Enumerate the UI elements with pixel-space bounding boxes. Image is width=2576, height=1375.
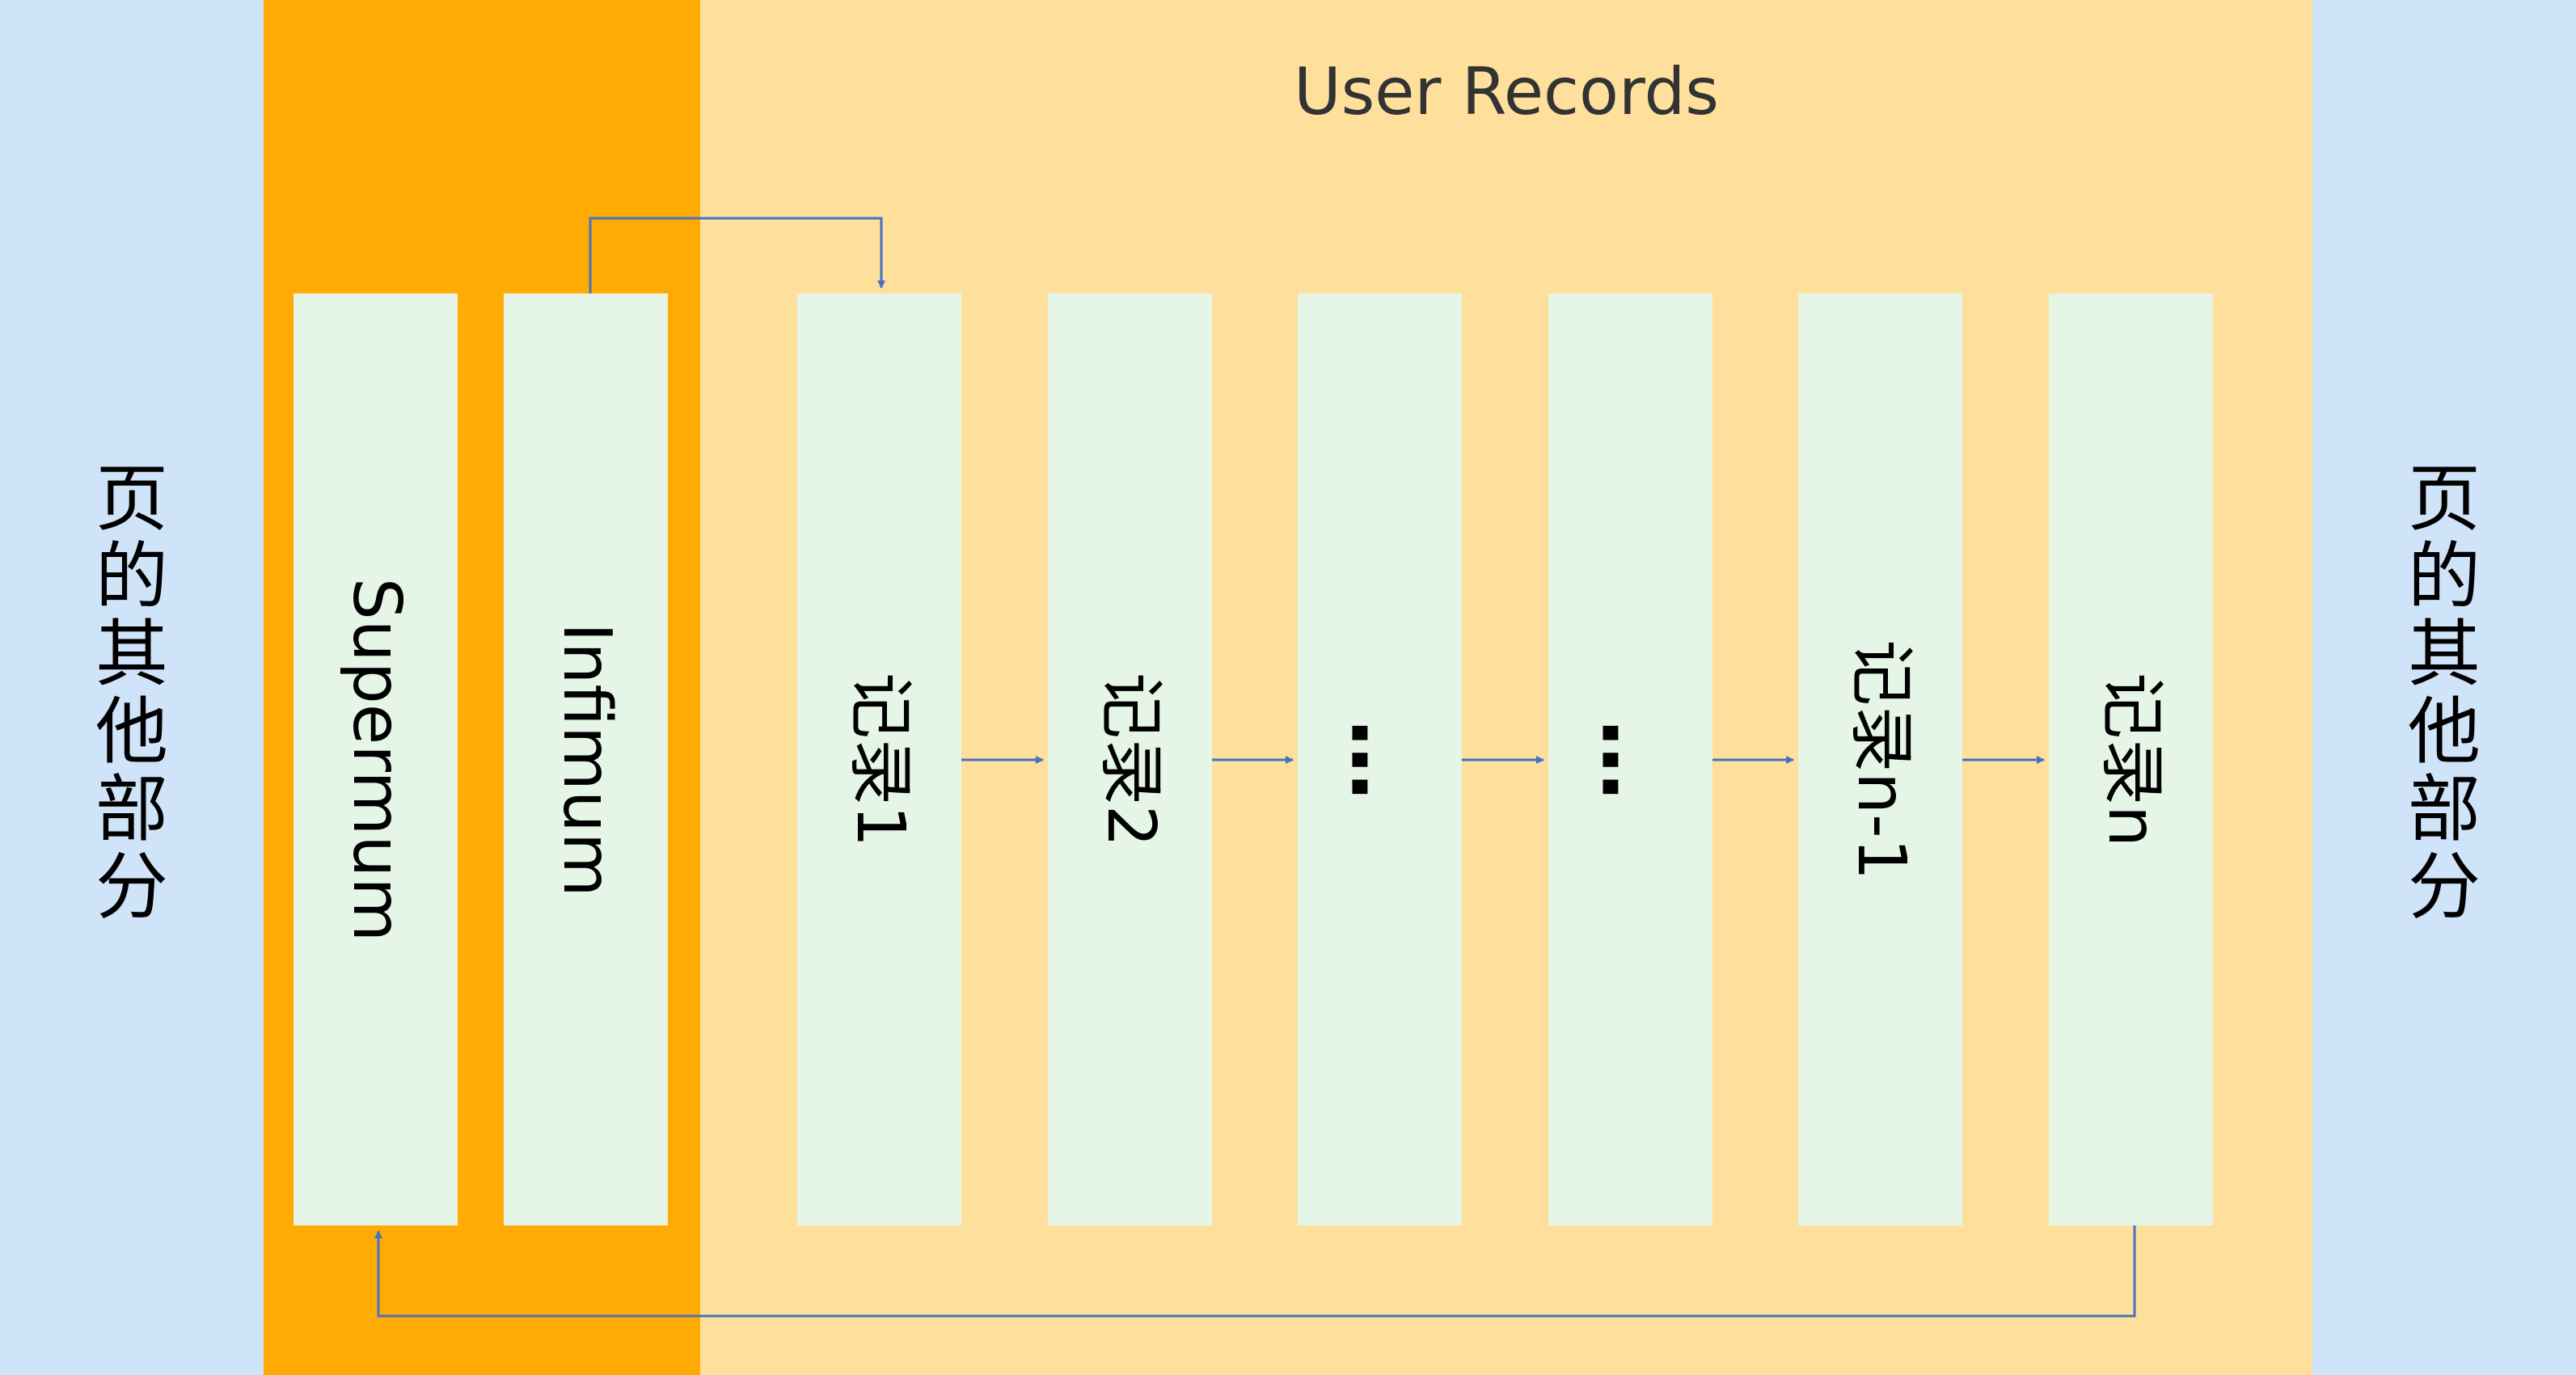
record-2-box: 记录2 [1048, 293, 1212, 1225]
user-records-title: User Records [1294, 54, 1719, 129]
record-1-box: 记录1 [797, 293, 961, 1225]
right-label-char: 其 [2408, 612, 2481, 697]
ellipsis-1-label: … [1332, 719, 1428, 800]
page-other-part-right-label: 页 的 其 他 部 分 [2312, 461, 2576, 926]
left-label-char: 他 [95, 690, 168, 774]
ellipsis-box-1: … [1298, 293, 1462, 1225]
right-label-char: 分 [2408, 845, 2481, 930]
infimum-record-box: Infimum [504, 293, 668, 1225]
left-label-char: 的 [95, 534, 168, 619]
left-label-char: 其 [95, 612, 168, 697]
record-n-label: 记录n [2092, 672, 2170, 847]
page-other-part-right: 页 的 其 他 部 分 [2312, 0, 2576, 1375]
supermum-label: Supermum [337, 577, 415, 942]
ellipsis-box-2: … [1548, 293, 1712, 1225]
right-label-char: 部 [2408, 767, 2481, 852]
record-n-minus-1-label: 记录n-1 [1842, 639, 1919, 880]
right-label-char: 的 [2408, 534, 2481, 619]
page-other-part-left: 页 的 其 他 部 分 [0, 0, 264, 1375]
right-label-char: 他 [2408, 690, 2481, 774]
record-n-minus-1-box: 记录n-1 [1798, 293, 1962, 1225]
left-label-char: 页 [95, 457, 168, 542]
left-label-char: 分 [95, 845, 168, 930]
right-label-char: 页 [2408, 457, 2481, 542]
supermum-record-box: Supermum [293, 293, 458, 1225]
ellipsis-2-label: … [1583, 719, 1679, 800]
record-n-box: 记录n [2049, 293, 2213, 1225]
left-label-char: 部 [95, 767, 168, 852]
page-other-part-left-label: 页 的 其 他 部 分 [0, 461, 264, 926]
record-2-label: 记录2 [1092, 672, 1169, 847]
record-1-label: 记录1 [841, 672, 918, 847]
user-records-region [700, 0, 2312, 1375]
infimum-label: Infimum [547, 622, 625, 897]
